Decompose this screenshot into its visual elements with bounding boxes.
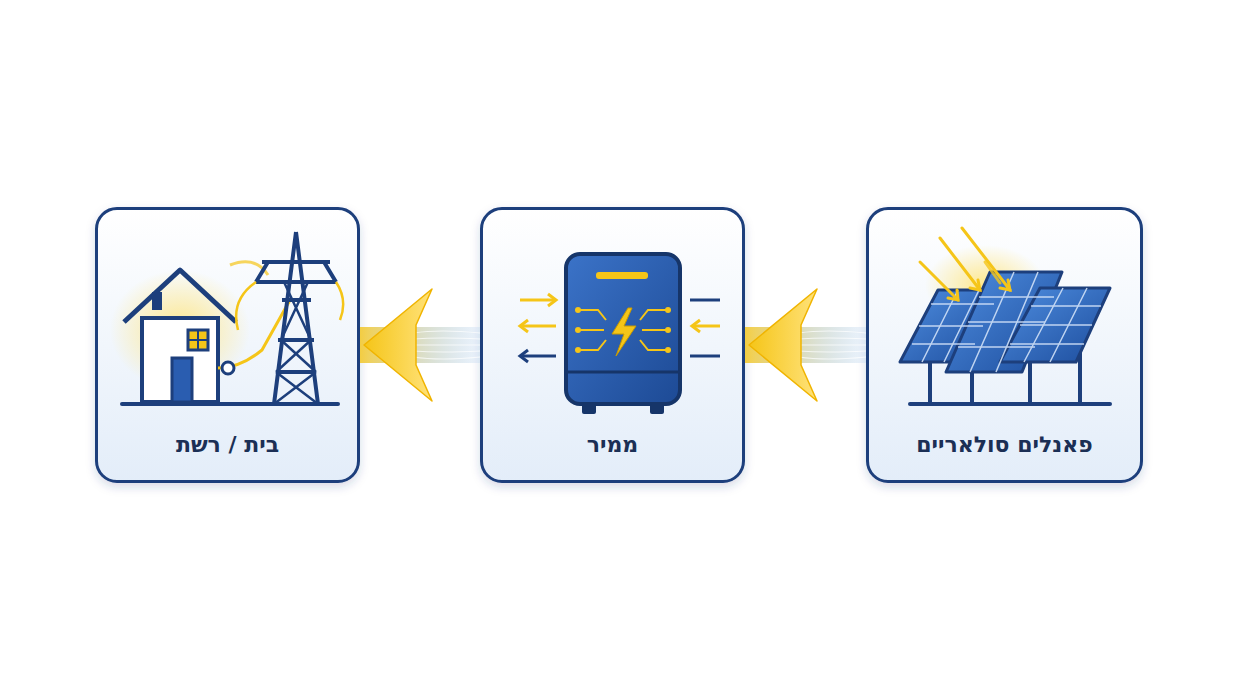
flow-arrow [360, 289, 480, 401]
process-box: בית / רשת [95, 207, 360, 483]
process-box: פאנלים סולאריים [866, 207, 1143, 483]
box-ground [480, 207, 745, 483]
process-box: ממיר [480, 207, 745, 483]
inverter-icon [520, 254, 720, 414]
flow-arrow [745, 289, 866, 401]
box-ground [95, 207, 360, 483]
box-label: בית / רשת [98, 432, 357, 457]
house-grid-icon [110, 232, 343, 404]
box-ground [866, 207, 1143, 483]
solar-panels-icon [900, 228, 1110, 404]
box-label: פאנלים סולאריים [869, 432, 1140, 457]
box-label: ממיר [483, 432, 742, 457]
